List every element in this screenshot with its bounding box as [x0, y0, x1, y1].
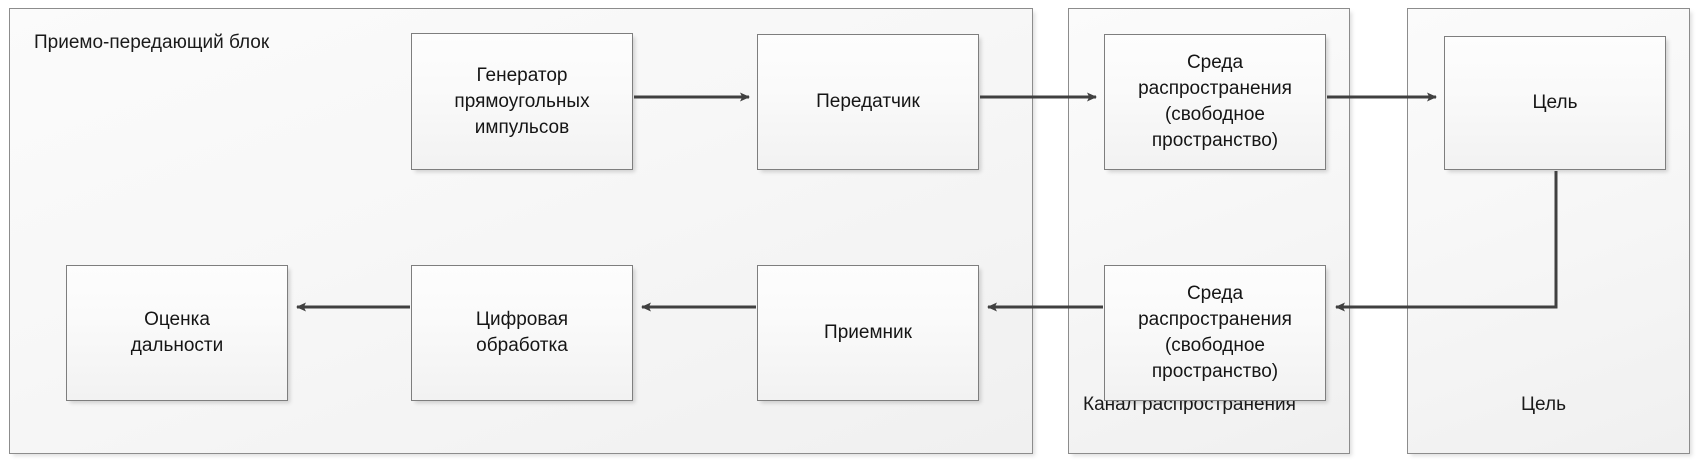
node-medium-forward-label: Среда распространения (свободное простра… — [1138, 52, 1292, 151]
node-receiver-label: Приемник — [824, 322, 912, 343]
node-transmitter-label: Передатчик — [816, 91, 920, 112]
node-medium-forward[interactable]: Среда распространения (свободное простра… — [1104, 34, 1326, 170]
node-digital-processing[interactable]: Цифровая обработка — [411, 265, 633, 401]
node-target-box[interactable]: Цель — [1444, 36, 1666, 170]
node-receiver[interactable]: Приемник — [757, 265, 979, 401]
node-digital-processing-label: Цифровая обработка — [475, 309, 569, 356]
node-range-estimate-label: Оценка дальности — [130, 309, 224, 356]
group-target-label: Цель — [1521, 394, 1566, 415]
group-transceiver-label: Приемо-передающий блок — [34, 32, 270, 53]
node-target-box-label: Цель — [1532, 92, 1578, 113]
node-pulse-generator-label: Генератор прямоугольных импульсов — [454, 64, 590, 138]
node-medium-return-label: Среда распространения (свободное простра… — [1138, 283, 1292, 382]
node-medium-return[interactable]: Среда распространения (свободное простра… — [1104, 265, 1326, 401]
node-pulse-generator[interactable]: Генератор прямоугольных импульсов — [411, 33, 633, 170]
node-range-estimate[interactable]: Оценка дальности — [66, 265, 288, 401]
node-transmitter[interactable]: Передатчик — [757, 34, 979, 170]
